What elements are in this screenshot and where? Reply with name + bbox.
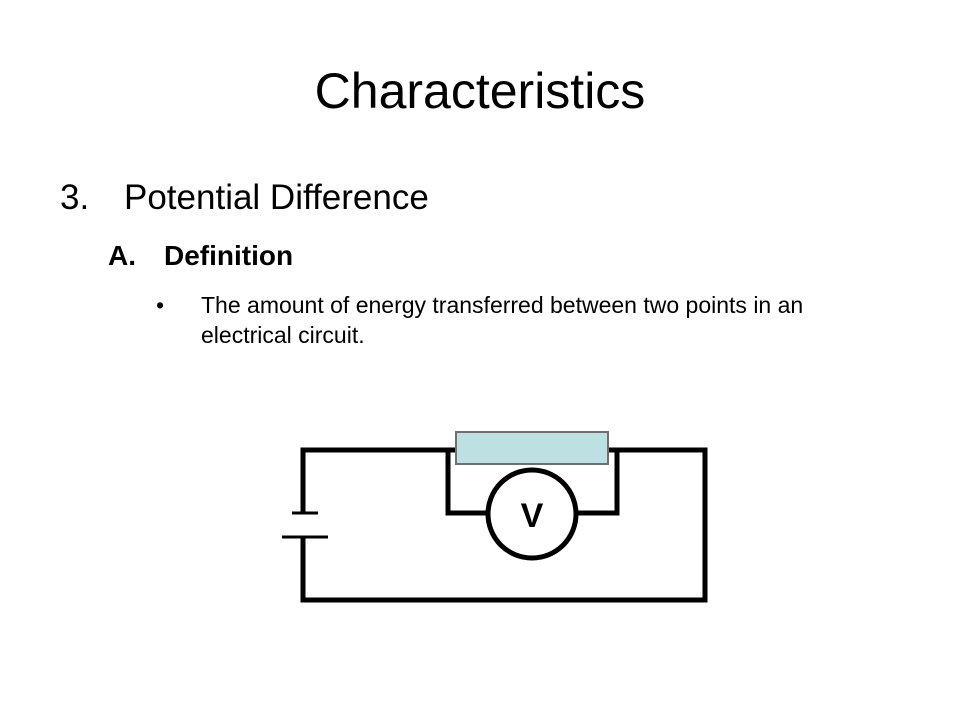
sublist-item-text: Definition xyxy=(164,240,294,271)
bullet-icon: • xyxy=(156,292,165,318)
voltmeter-label: V xyxy=(521,497,544,535)
voltmeter: V xyxy=(485,467,579,561)
slide-title: Characteristics xyxy=(314,63,646,119)
definition-bullet: • The amount of energy transferred betwe… xyxy=(156,290,876,350)
sublist-letter: A. xyxy=(108,240,136,271)
definition-text: The amount of energy transferred between… xyxy=(201,292,804,348)
voltmeter-left-lead xyxy=(445,450,488,516)
list-item-potential-difference: 3. Potential Difference xyxy=(60,176,429,220)
list-item-text: Potential Difference xyxy=(124,178,429,217)
top-right-wire xyxy=(300,447,708,603)
list-number: 3. xyxy=(60,178,90,217)
sublist-item-definition: A. Definition xyxy=(108,238,293,274)
voltmeter-circle xyxy=(485,467,579,561)
circuit-wires xyxy=(300,447,708,603)
voltmeter-right-lead xyxy=(577,450,620,516)
resistor xyxy=(455,431,609,465)
top-left-wire xyxy=(300,447,458,513)
